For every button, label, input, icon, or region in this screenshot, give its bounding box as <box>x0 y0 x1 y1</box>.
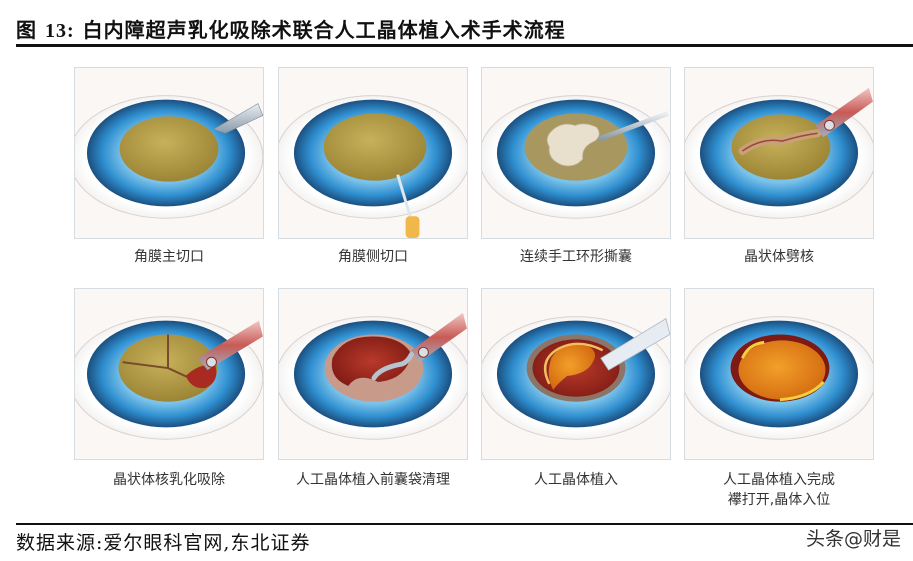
step-1-caption: 角膜主切口 <box>134 249 204 265</box>
figure-title-prefix: 图 <box>16 18 37 42</box>
step-5-caption: 晶状体核乳化吸除 <box>113 472 225 488</box>
step-6-caption: 人工晶体植入前囊袋清理 <box>296 472 450 488</box>
step-8-caption-line1: 人工晶体植入完成 <box>723 472 835 488</box>
eye-iol-insertion-icon <box>482 289 670 459</box>
step-7-caption: 人工晶体植入 <box>534 472 618 488</box>
step-5-image <box>74 288 264 460</box>
eye-side-incision-icon <box>279 68 467 238</box>
eye-capsulorhexis-icon <box>482 68 670 238</box>
step-4-image <box>684 67 874 239</box>
data-source: 数据来源:爱尔眼科官网,东北证券 <box>16 532 311 554</box>
step-2-image <box>278 67 468 239</box>
eye-main-incision-icon <box>75 68 263 238</box>
eye-capsule-cleaning-icon <box>279 289 467 459</box>
step-3-image <box>481 67 671 239</box>
step-8-caption: 人工晶体植入完成 襻打开,晶体入位 <box>677 470 881 510</box>
title-rule <box>16 44 913 47</box>
step-2-caption: 角膜侧切口 <box>338 249 408 265</box>
step-4-caption: 晶状体劈核 <box>744 249 814 265</box>
eye-iol-in-place-icon <box>685 289 873 459</box>
step-7-image <box>481 288 671 460</box>
figure-number: 13: <box>44 20 75 42</box>
source-rule <box>16 523 913 525</box>
figure-title: 图 13: 白内障超声乳化吸除术联合人工晶体植入术手术流程 <box>16 14 566 43</box>
step-1-image <box>74 67 264 239</box>
watermark: 头条@财是 <box>805 528 901 550</box>
step-8-caption-line2: 襻打开,晶体入位 <box>727 492 831 508</box>
eye-nucleus-chop-icon <box>685 68 873 238</box>
step-3-caption: 连续手工环形撕囊 <box>520 249 632 265</box>
step-8-image <box>684 288 874 460</box>
figure-title-text: 白内障超声乳化吸除术联合人工晶体植入术手术流程 <box>82 18 566 42</box>
eye-phaco-aspiration-icon <box>75 289 263 459</box>
step-6-image <box>278 288 468 460</box>
